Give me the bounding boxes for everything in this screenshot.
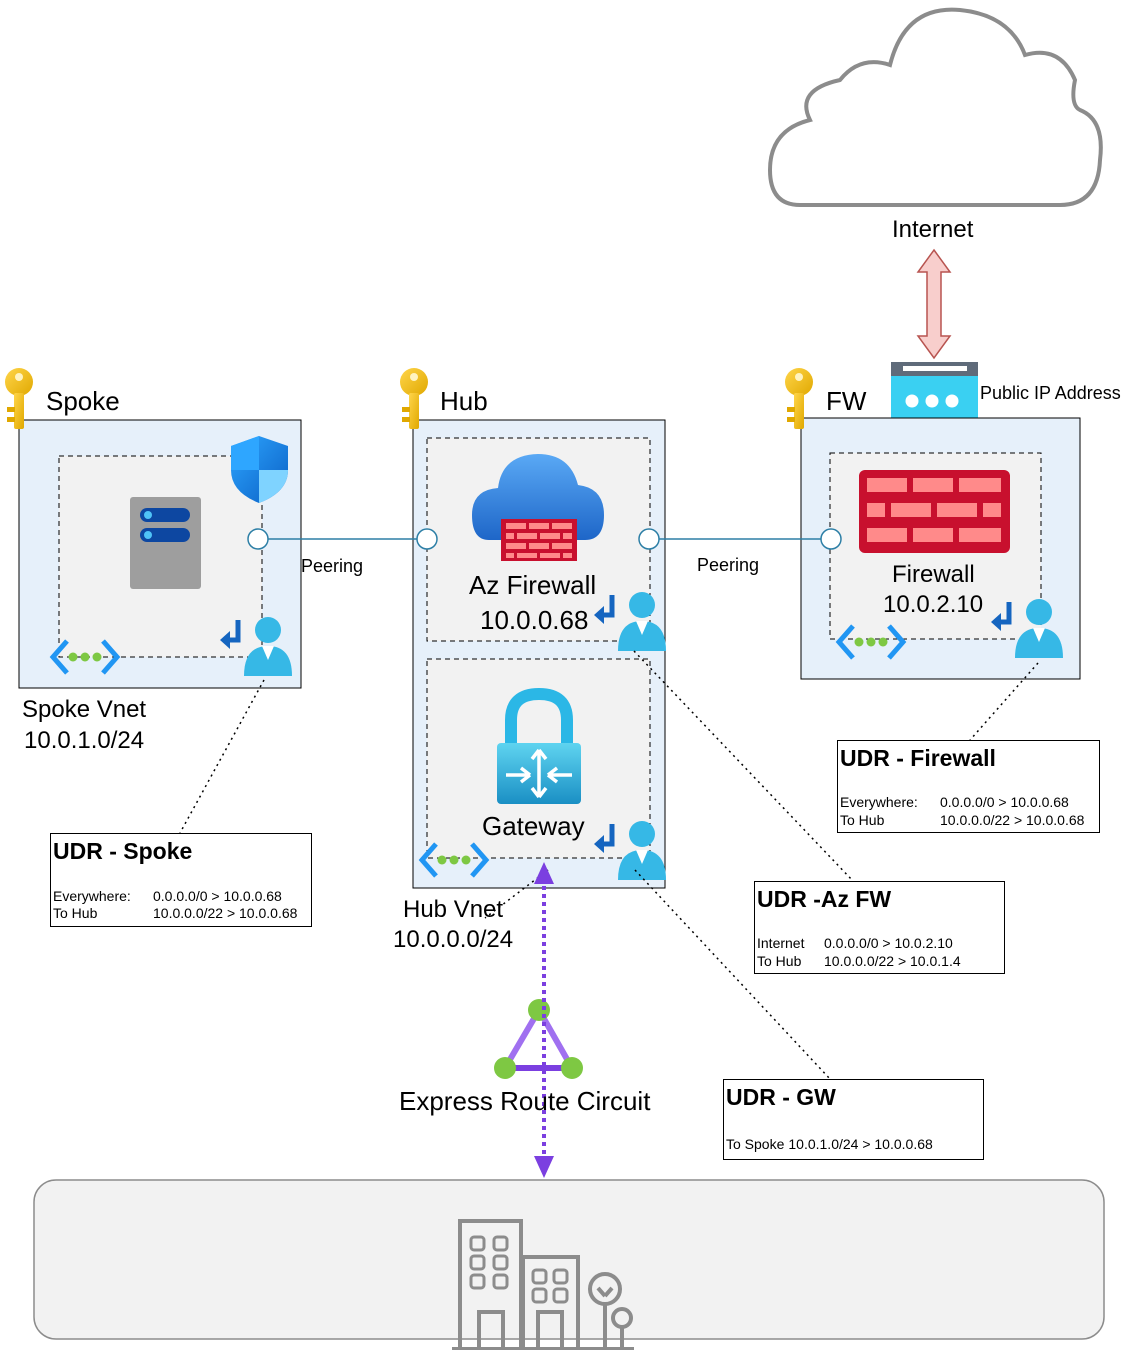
udr-azfw-title: UDR -Az FW	[757, 886, 892, 912]
udr-spoke-title: UDR - Spoke	[53, 838, 193, 864]
internet-label: Internet	[892, 216, 974, 243]
express-route-icon	[494, 999, 583, 1079]
azfw-name: Az Firewall	[469, 570, 597, 600]
udr-spoke-connector	[179, 679, 265, 834]
udr-azfw-connector	[633, 650, 854, 882]
spoke-vnet-cidr: 10.0.1.0/24	[24, 727, 145, 754]
server-icon	[130, 497, 201, 589]
firewall-name: Firewall	[892, 561, 975, 588]
internet-cloud-icon	[767, 7, 1103, 207]
express-route-label: Express Route Circuit	[399, 1086, 651, 1116]
firewall-brick-icon	[859, 470, 1010, 553]
udr-spoke-row: Everywhere:0.0.0.0/0 > 10.0.0.68	[53, 888, 282, 904]
building-icon	[452, 1219, 634, 1350]
azfw-ip: 10.0.0.68	[480, 605, 589, 635]
peering-label-left: Peering	[301, 556, 364, 576]
hub-title: Hub	[440, 386, 488, 416]
udr-gw-title: UDR - GW	[726, 1084, 836, 1110]
udr-spoke-box: UDR - Spoke Everywhere:0.0.0.0/0 > 10.0.…	[50, 833, 312, 927]
hub-vnet-name: Hub Vnet	[403, 896, 504, 923]
spoke-peering-endpoint	[247, 528, 269, 550]
fw-peering-endpoint	[820, 528, 842, 550]
gateway-name: Gateway	[482, 811, 585, 841]
udr-firewall-title: UDR - Firewall	[840, 745, 996, 771]
hub-west-peering-endpoint	[416, 528, 438, 550]
vpn-gateway-lock-icon	[497, 687, 581, 804]
spoke-vnet-name: Spoke Vnet	[22, 696, 147, 723]
hub-vnet-cidr: 10.0.0.0/24	[393, 926, 514, 953]
azure-firewall-icon	[472, 454, 604, 561]
fw-title: FW	[826, 386, 867, 416]
public-ip-icon	[891, 362, 978, 430]
spoke-title: Spoke	[46, 386, 120, 416]
peering-label-right: Peering	[697, 555, 760, 575]
internet-link-arrow	[916, 248, 952, 360]
hub-east-peering-endpoint	[638, 528, 660, 550]
public-ip-label: Public IP Address	[980, 383, 1121, 403]
udr-firewall-connector	[969, 662, 1039, 741]
on-premises-box	[33, 1179, 1105, 1340]
udr-firewall-box: UDR - Firewall Everywhere:0.0.0.0/0 > 10…	[837, 740, 1100, 833]
firewall-ip: 10.0.2.10	[883, 591, 984, 618]
udr-firewall-row: Everywhere:0.0.0.0/0 > 10.0.0.68	[840, 794, 1069, 810]
